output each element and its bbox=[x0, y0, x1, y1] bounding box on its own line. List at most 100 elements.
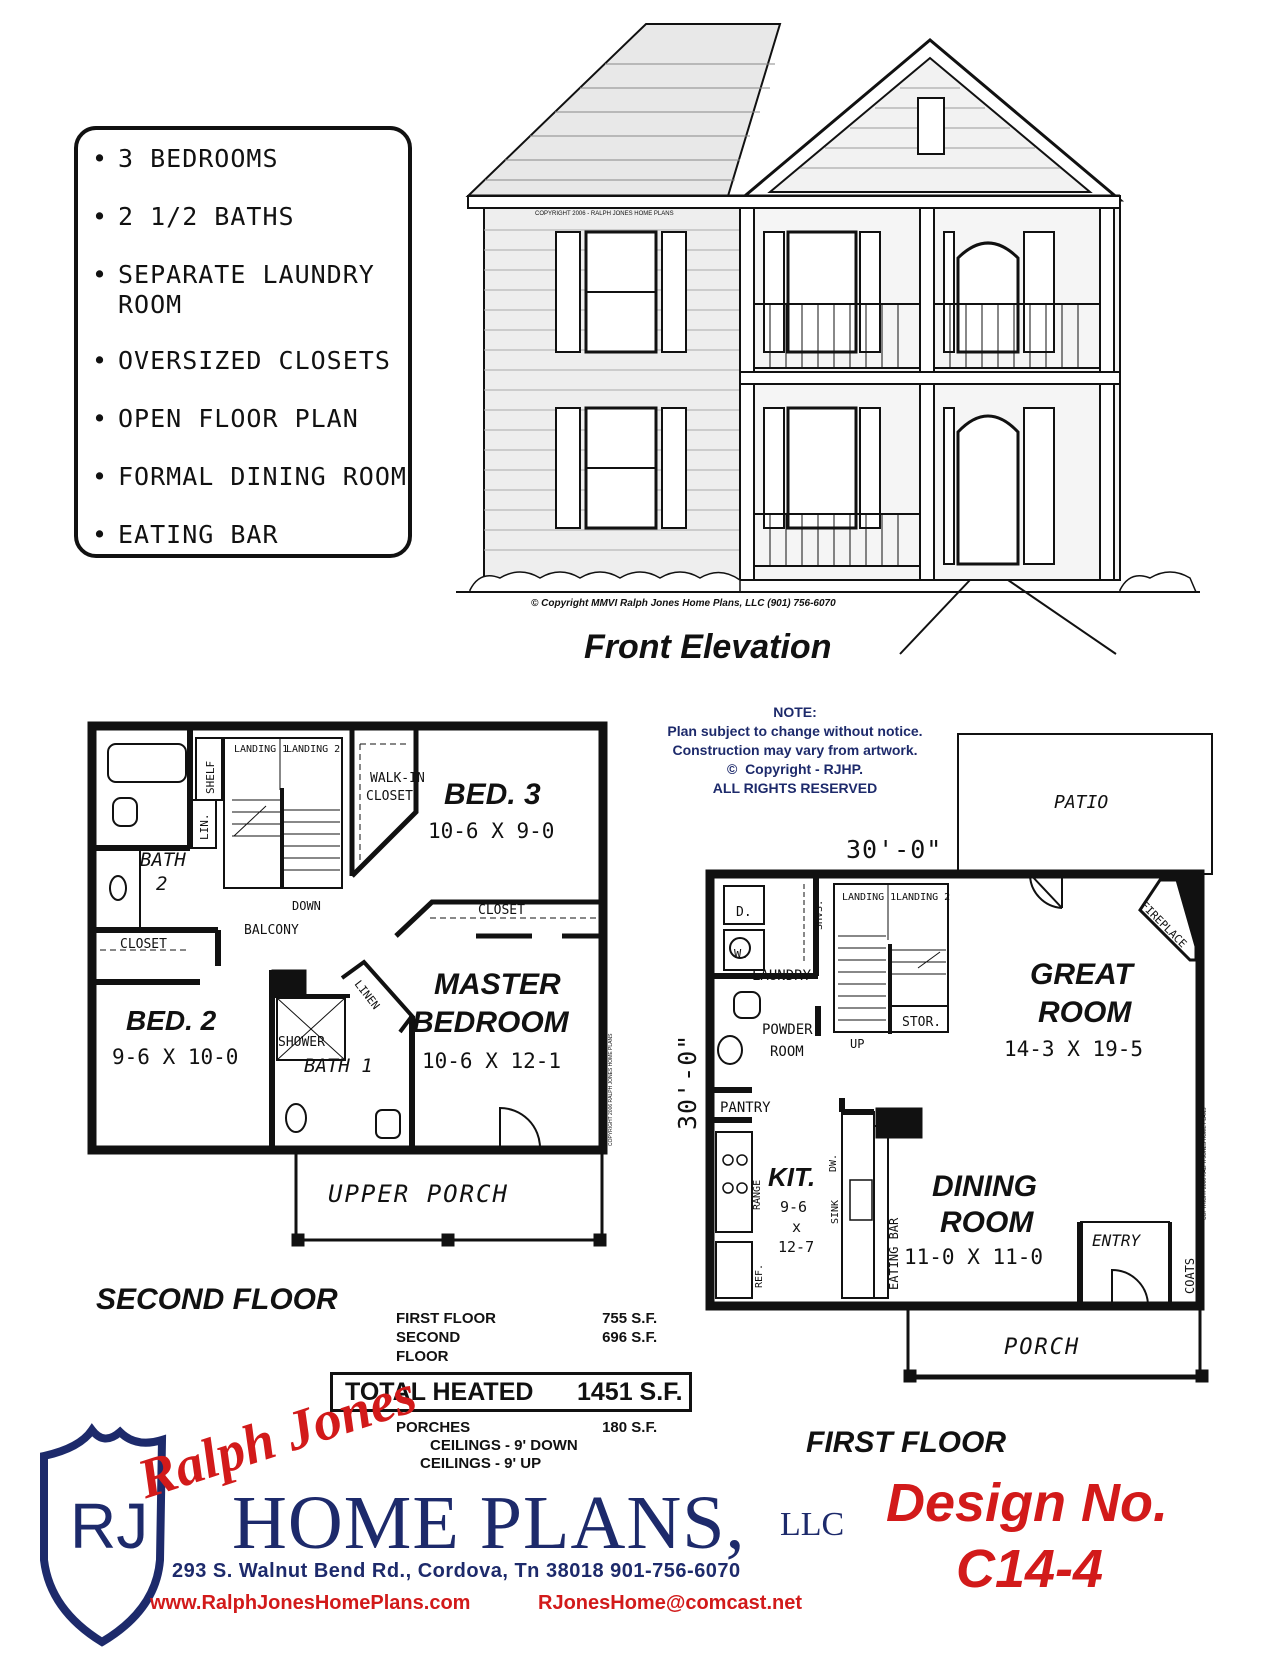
elevation-copyright-small: COPYRIGHT 2006 - RALPH JONES HOME PLANS bbox=[535, 211, 674, 217]
features-box: •3 BEDROOMS •2 1/2 BATHS •SEPARATE LAUND… bbox=[74, 126, 412, 558]
bullet-icon: • bbox=[92, 144, 109, 173]
svg-text:RJ: RJ bbox=[70, 1490, 148, 1562]
brand-llc: LLC bbox=[780, 1506, 845, 1543]
second-floor-caption: SECOND FLOOR bbox=[96, 1283, 338, 1316]
feature-item: •EATING BAR bbox=[92, 520, 279, 549]
svg-text:12-7: 12-7 bbox=[778, 1238, 814, 1256]
svg-text:2: 2 bbox=[156, 873, 167, 895]
feature-item: •OPEN FLOOR PLAN bbox=[92, 404, 359, 433]
svg-text:DOWN: DOWN bbox=[292, 899, 321, 913]
svg-text:ENTRY: ENTRY bbox=[1092, 1231, 1142, 1250]
first-floor-caption: FIRST FLOOR bbox=[806, 1426, 1006, 1459]
svg-text:11-0 X 11-0: 11-0 X 11-0 bbox=[904, 1245, 1043, 1269]
svg-text:10-6 X 12-1: 10-6 X 12-1 bbox=[422, 1049, 561, 1073]
features-list: •3 BEDROOMS •2 1/2 BATHS •SEPARATE LAUND… bbox=[78, 130, 408, 550]
note-line: ALL RIGHTS RESERVED bbox=[712, 780, 878, 796]
svg-text:BED. 3: BED. 3 bbox=[444, 778, 541, 811]
svg-text:10-6 X 9-0: 10-6 X 9-0 bbox=[428, 819, 554, 843]
svg-text:LANDING 1: LANDING 1 bbox=[234, 744, 288, 755]
second-floor-labels: BED. 3 10-6 X 9-0 BED. 2 9-6 X 10-0 MAST… bbox=[112, 744, 614, 1208]
brand-home-plans: HOME PLANS, bbox=[232, 1481, 746, 1565]
svg-text:BATH 1: BATH 1 bbox=[304, 1055, 373, 1077]
svg-text:9-6: 9-6 bbox=[780, 1198, 807, 1216]
feature-item: •2 1/2 BATHS bbox=[92, 202, 295, 231]
bullet-icon: • bbox=[92, 346, 109, 375]
rj-shield-logo: RJ bbox=[40, 1423, 167, 1647]
svg-text:REF.: REF. bbox=[754, 1264, 765, 1288]
svg-text:9-6 X 10-0: 9-6 X 10-0 bbox=[112, 1045, 238, 1069]
svg-text:KIT.: KIT. bbox=[768, 1162, 815, 1192]
ceilings-up: CEILINGS - 9' UP bbox=[420, 1455, 542, 1472]
svg-text:PATIO: PATIO bbox=[1054, 792, 1108, 813]
front-elevation bbox=[456, 23, 1200, 655]
bullet-icon: • bbox=[92, 260, 109, 289]
svg-text:CLOSET: CLOSET bbox=[366, 789, 413, 804]
svg-text:SINK: SINK bbox=[830, 1200, 841, 1224]
svg-text:COPYRIGHT 2006 RALPH JONES HOM: COPYRIGHT 2006 RALPH JONES HOME PLANS bbox=[1202, 1107, 1208, 1220]
svg-text:30'-0": 30'-0" bbox=[673, 1034, 702, 1130]
feature-item: •SEPARATE LAUNDRY ROOM bbox=[92, 260, 375, 319]
svg-text:LANDING 2: LANDING 2 bbox=[896, 892, 950, 903]
svg-text:UPPER PORCH: UPPER PORCH bbox=[328, 1180, 509, 1208]
brand-email-link[interactable]: RJonesHome@comcast.net bbox=[538, 1592, 803, 1614]
svg-text:POWDER: POWDER bbox=[762, 1022, 813, 1038]
second-floor-plan bbox=[87, 721, 608, 1247]
svg-text:COPYRIGHT 2006 RALPH JONES HOM: COPYRIGHT 2006 RALPH JONES HOME PLANS bbox=[608, 1033, 614, 1146]
svg-text:BALCONY: BALCONY bbox=[244, 923, 299, 938]
svg-text:CLOSET: CLOSET bbox=[120, 937, 167, 952]
note-line: Construction may vary from artwork. bbox=[672, 742, 918, 758]
svg-text:BATH: BATH bbox=[140, 849, 186, 871]
front-elevation-caption: Front Elevation bbox=[584, 628, 832, 666]
svg-text:LAUNDRY: LAUNDRY bbox=[752, 968, 812, 984]
feature-item: •3 BEDROOMS bbox=[92, 144, 279, 173]
svg-text:LANDING 2: LANDING 2 bbox=[286, 744, 340, 755]
svg-text:DW.: DW. bbox=[828, 1154, 839, 1172]
svg-text:30'-0": 30'-0" bbox=[846, 835, 942, 864]
svg-text:SHELF: SHELF bbox=[204, 761, 217, 794]
ceilings-down: CEILINGS - 9' DOWN bbox=[430, 1437, 578, 1454]
feature-item: •FORMAL DINING ROOM bbox=[92, 462, 407, 491]
svg-text:ROOM: ROOM bbox=[940, 1206, 1034, 1239]
note-block: NOTE: Plan subject to change without not… bbox=[630, 703, 960, 798]
svg-text:W.: W. bbox=[734, 947, 748, 961]
svg-text:x: x bbox=[792, 1218, 801, 1236]
feature-item: •OVERSIZED CLOSETS bbox=[92, 346, 391, 375]
svg-text:RANGE: RANGE bbox=[752, 1180, 763, 1210]
svg-text:CLOSET: CLOSET bbox=[478, 903, 525, 918]
bullet-icon: • bbox=[92, 462, 109, 491]
design-number: C14-4 bbox=[956, 1539, 1104, 1599]
note-line: Plan subject to change without notice. bbox=[667, 723, 923, 739]
design-label: Design No. bbox=[886, 1473, 1169, 1533]
svg-text:D.: D. bbox=[736, 905, 752, 920]
svg-text:LANDING 1: LANDING 1 bbox=[842, 892, 896, 903]
svg-text:SHVS.: SHVS. bbox=[814, 900, 825, 930]
svg-text:PANTRY: PANTRY bbox=[720, 1100, 771, 1116]
svg-text:ROOM: ROOM bbox=[1038, 996, 1132, 1029]
svg-text:EATING BAR: EATING BAR bbox=[887, 1217, 901, 1290]
svg-text:SHOWER: SHOWER bbox=[278, 1035, 325, 1050]
note-title: NOTE: bbox=[773, 704, 817, 720]
svg-text:COATS: COATS bbox=[1183, 1258, 1197, 1294]
brand-website-link[interactable]: www.RalphJonesHomePlans.com bbox=[150, 1592, 471, 1614]
bullet-icon: • bbox=[92, 404, 109, 433]
svg-text:UP: UP bbox=[850, 1037, 864, 1051]
svg-text:WALK-IN: WALK-IN bbox=[370, 771, 425, 786]
svg-text:BED. 2: BED. 2 bbox=[126, 1005, 217, 1036]
svg-text:STOR.: STOR. bbox=[902, 1015, 941, 1030]
svg-text:MASTER: MASTER bbox=[434, 968, 561, 1001]
svg-text:GREAT: GREAT bbox=[1030, 958, 1135, 991]
svg-text:BEDROOM: BEDROOM bbox=[412, 1006, 570, 1039]
elevation-copyright: © Copyright MMVI Ralph Jones Home Plans,… bbox=[531, 598, 836, 609]
first-floor-plan bbox=[705, 733, 1213, 1383]
svg-text:14-3 X 19-5: 14-3 X 19-5 bbox=[1004, 1037, 1143, 1061]
copyright-icon: © bbox=[726, 761, 746, 777]
svg-text:LINEN: LINEN bbox=[352, 978, 383, 1012]
note-line: © Copyright - RJHP. bbox=[726, 761, 864, 777]
svg-text:DINING: DINING bbox=[932, 1170, 1037, 1203]
